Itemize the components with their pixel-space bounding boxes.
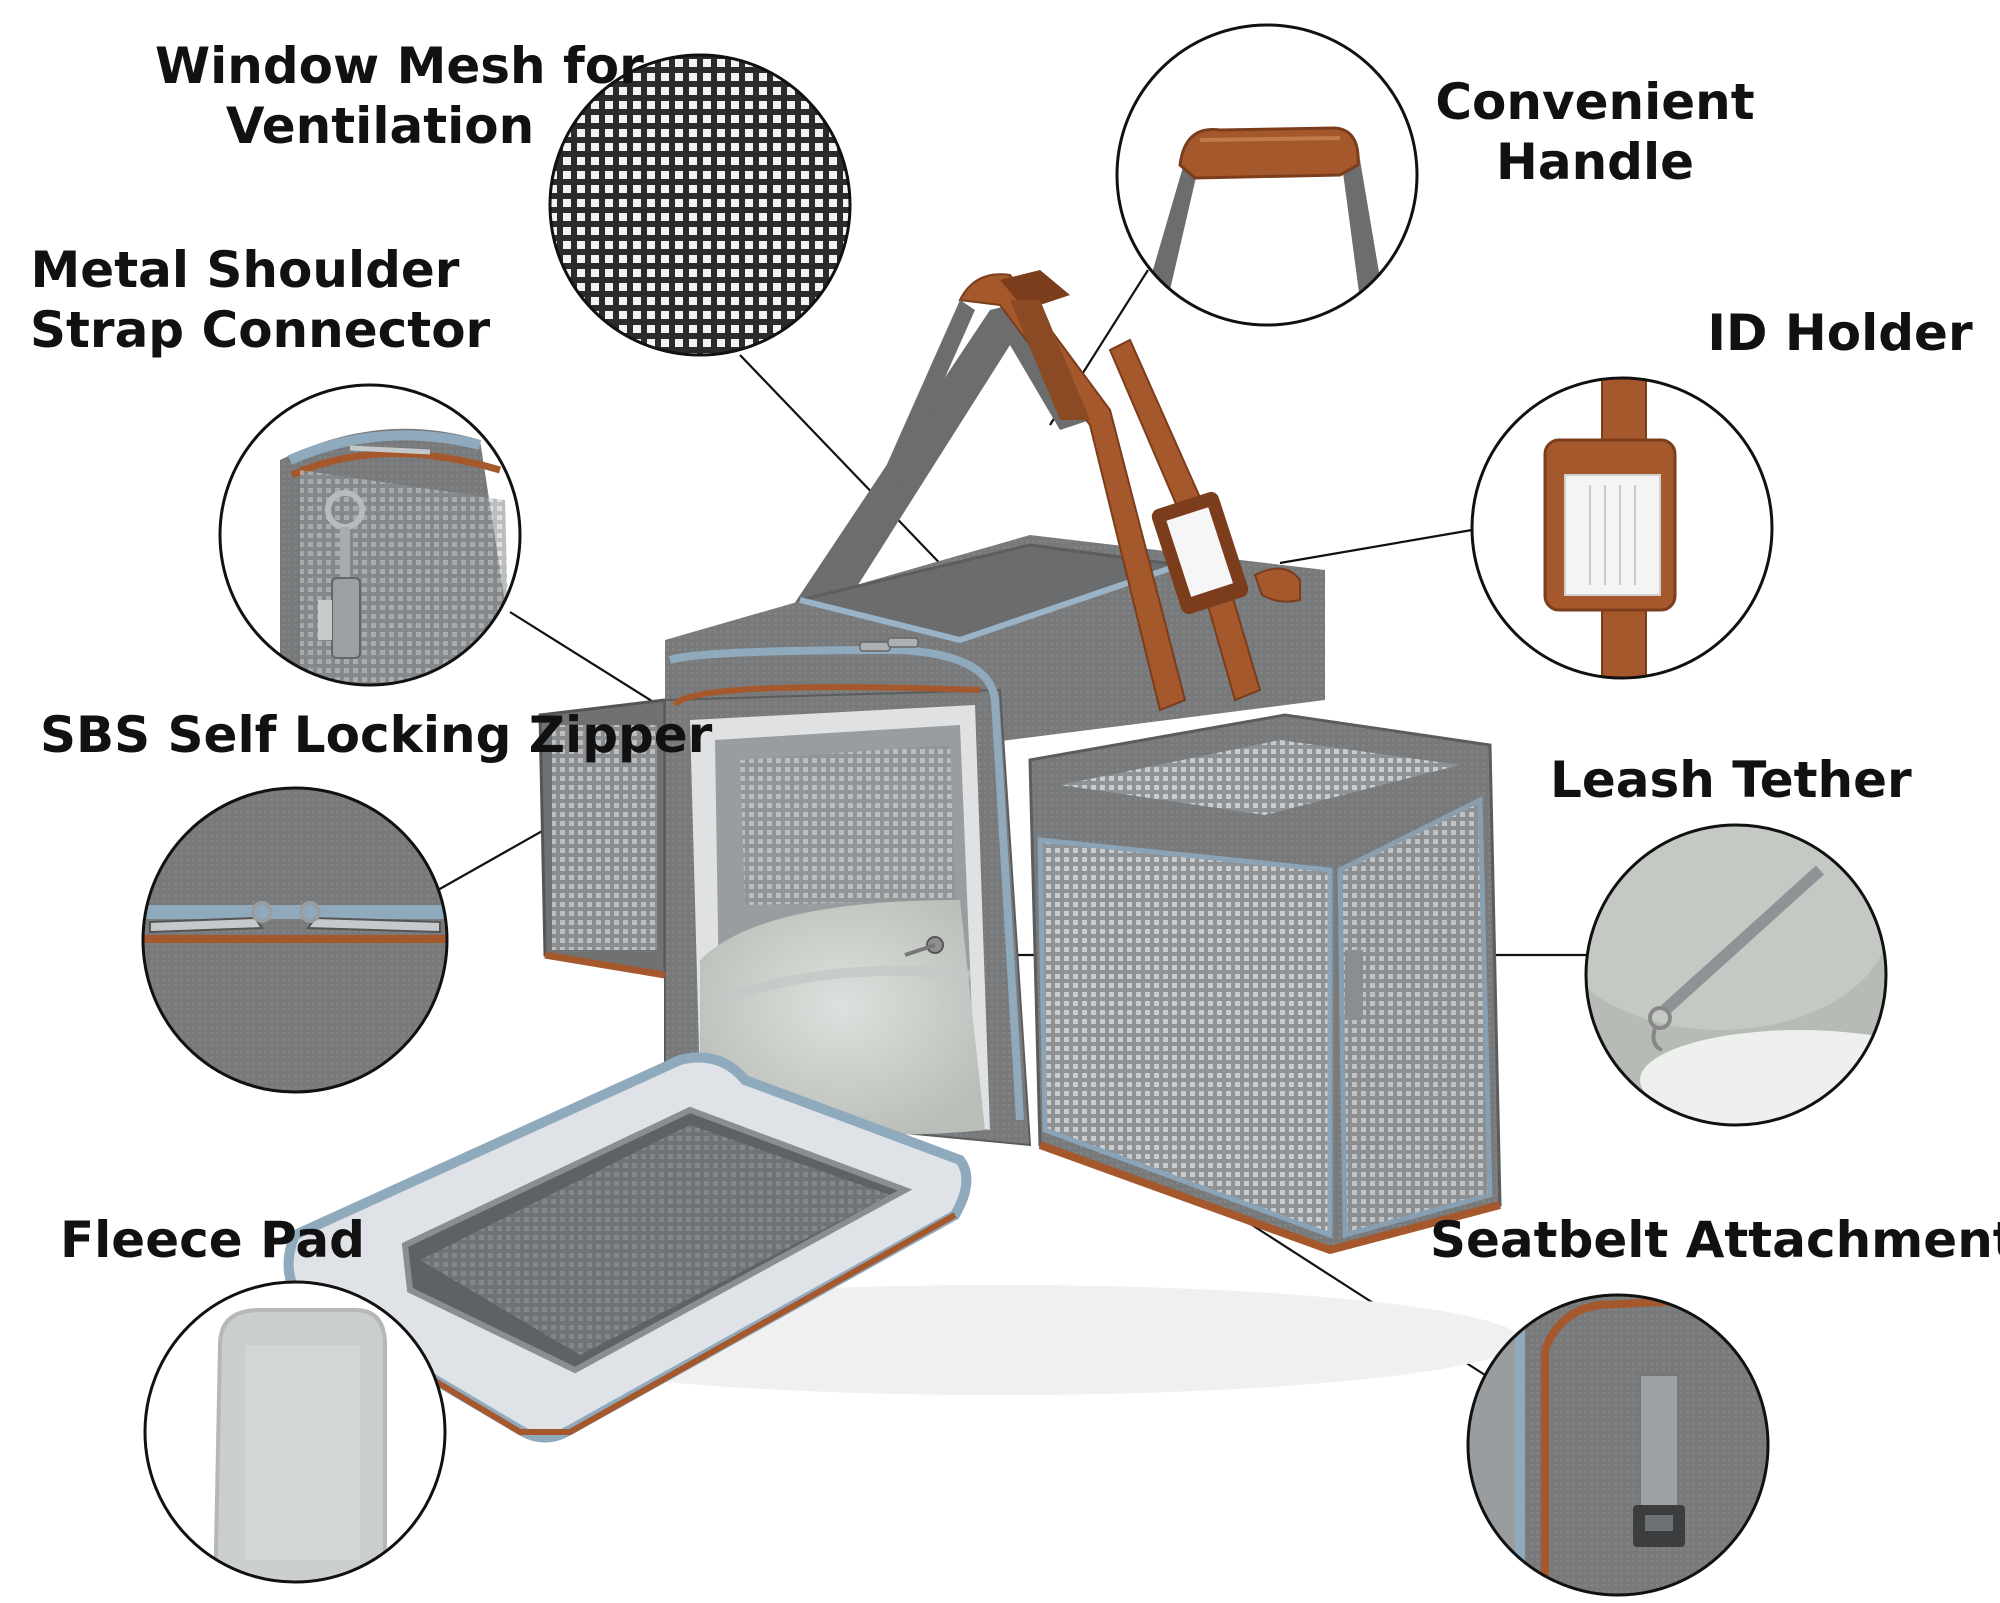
fleece-label-line1: Fleece Pad (60, 1211, 365, 1269)
handle-label-line2: Handle (1495, 133, 1695, 191)
mesh-detail-icon (548, 53, 852, 357)
leash-label: Leash Tether (1550, 750, 1912, 810)
tag-detail-icon (1470, 376, 1774, 680)
zipper-label-line1: SBS Self Locking Zipper (40, 706, 713, 764)
buckle-detail-icon (1466, 1293, 1770, 1597)
fleece-detail-icon (143, 1280, 447, 1584)
fleece-label: Fleece Pad (60, 1210, 365, 1270)
seatbelt-label: Seatbelt Attachment (1430, 1210, 2000, 1270)
zipper-detail-icon (141, 786, 449, 1094)
handle-detail-icon (1115, 23, 1419, 327)
shoulder-strap-label: Metal Shoulder Strap Connector (30, 240, 491, 360)
window-mesh-label: Window Mesh for Ventilation (155, 36, 644, 156)
shoulder-strap-label-line1: Metal Shoulder (30, 241, 460, 299)
leash-detail-icon (1584, 823, 1888, 1127)
zipper-label: SBS Self Locking Zipper (40, 705, 713, 765)
seatbelt-label-line1: Seatbelt Attachment (1430, 1211, 2000, 1269)
pet-carrier-bag (283, 270, 1520, 1443)
handle-label-line1: Convenient (1435, 73, 1755, 131)
leash-label-line1: Leash Tether (1550, 751, 1912, 809)
shoulder-strap-label-line2: Strap Connector (30, 301, 491, 359)
window-mesh-label-line2: Ventilation (225, 97, 535, 155)
window-mesh-label-line1: Window Mesh for (155, 37, 644, 95)
id-holder-label: ID Holder (1700, 303, 1980, 363)
clip-detail-icon (218, 383, 522, 687)
id-holder-label-line1: ID Holder (1707, 304, 1973, 362)
handle-label: Convenient Handle (1430, 72, 1760, 192)
